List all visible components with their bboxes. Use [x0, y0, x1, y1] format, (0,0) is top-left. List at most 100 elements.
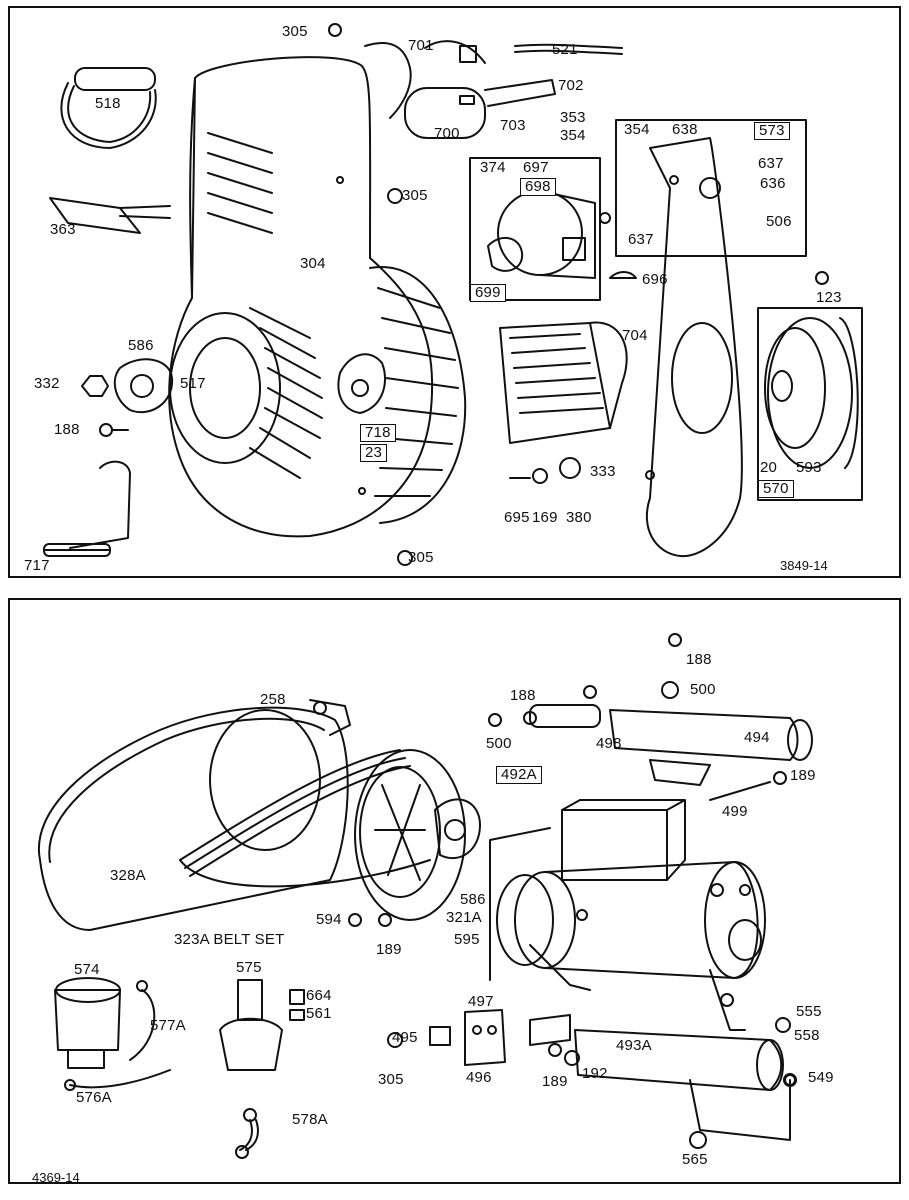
callout-549: 549 — [808, 1069, 834, 1086]
callout-332: 332 — [34, 375, 60, 392]
flywheel-fan — [337, 266, 467, 524]
mounting-bar-494 — [523, 681, 813, 801]
callout-558: 558 — [794, 1027, 820, 1044]
callout-595: 595 — [454, 931, 480, 948]
callout-702: 702 — [558, 77, 584, 94]
small-fasteners — [328, 23, 829, 566]
bottom-fasteners — [313, 633, 724, 927]
callout-594: 594 — [316, 911, 342, 928]
callout-305-c: 305 — [408, 549, 434, 566]
callout-586: 586 — [460, 891, 486, 908]
callout-188-b: 188 — [510, 687, 536, 704]
callout-363: 363 — [50, 221, 76, 238]
callout-499: 499 — [722, 803, 748, 820]
callout-518: 518 — [95, 95, 121, 112]
callout-637: 637 — [758, 155, 784, 172]
belt-guard-328a — [37, 699, 351, 931]
callout-695: 695 — [504, 509, 530, 526]
ammeter-gauge-574 — [54, 977, 156, 1069]
callout-506: 506 — [766, 213, 792, 230]
callout-493a: 493A — [616, 1037, 652, 1054]
callout-188: 188 — [686, 651, 712, 668]
callout-494: 494 — [744, 729, 770, 746]
figure-number-bottom: 4369-14 — [32, 1170, 80, 1185]
callout-354-b: 354 — [624, 121, 650, 138]
belt-set-323a — [179, 749, 431, 888]
callout-321a: 321A — [446, 909, 482, 926]
callout-698: 698 — [520, 178, 556, 196]
callout-192: 192 — [582, 1065, 608, 1082]
callout-123: 123 — [816, 289, 842, 306]
callout-189-c: 189 — [542, 1073, 568, 1090]
small-parts-495-497 — [387, 1009, 797, 1087]
callout-576a: 576A — [76, 1089, 112, 1106]
callout-328a: 328A — [110, 867, 146, 884]
bracket-493a — [529, 1014, 796, 1149]
callout-561: 561 — [306, 1005, 332, 1022]
callout-578a: 578A — [292, 1111, 328, 1128]
callout-717: 717 — [24, 557, 50, 574]
callout-189-b: 189 — [376, 941, 402, 958]
callout-500-b: 500 — [486, 735, 512, 752]
pulley-570 — [757, 307, 863, 501]
top-diagram-drawing — [43, 23, 863, 566]
callout-305-b: 305 — [402, 187, 428, 204]
backplate-573 — [615, 119, 807, 558]
callout-500: 500 — [690, 681, 716, 698]
callout-258: 258 — [260, 691, 286, 708]
callout-374: 374 — [480, 159, 506, 176]
callout-517: 517 — [180, 375, 206, 392]
callout-574: 574 — [74, 961, 100, 978]
regulator-492a — [489, 799, 686, 981]
callout-305: 305 — [282, 23, 308, 40]
callout-697: 697 — [523, 159, 549, 176]
callout-169: 169 — [532, 509, 558, 526]
crank-handle-717 — [43, 460, 131, 557]
callout-638: 638 — [672, 121, 698, 138]
callout-636: 636 — [760, 175, 786, 192]
magneto-box-699 — [469, 157, 601, 301]
callout-380: 380 — [566, 509, 592, 526]
callout-521: 521 — [552, 41, 578, 58]
callout-333: 333 — [590, 463, 616, 480]
callout-577a: 577A — [150, 1017, 186, 1034]
callout-575: 575 — [236, 959, 262, 976]
callout-497: 497 — [468, 993, 494, 1010]
callout-696: 696 — [642, 271, 668, 288]
callout-20: 20 — [760, 459, 778, 476]
callout-703: 703 — [500, 117, 526, 134]
callout-704: 704 — [622, 327, 648, 344]
blower-housing-304 — [168, 56, 434, 538]
callout-573: 573 — [754, 122, 790, 140]
bottom-exploded-diagram: 188 258 188 500 500 498 494 492A 189 499… — [8, 598, 901, 1185]
callout-23: 23 — [360, 444, 388, 462]
callout-305: 305 — [378, 1071, 404, 1088]
callout-323a-belt-set: 323A BELT SET — [174, 931, 285, 948]
callout-304: 304 — [300, 255, 326, 272]
bracket-363 — [49, 197, 171, 234]
callout-555: 555 — [796, 1003, 822, 1020]
callout-496: 496 — [466, 1069, 492, 1086]
armature-assembly — [499, 321, 628, 484]
callout-586: 586 — [128, 337, 154, 354]
callout-495: 495 — [392, 1029, 418, 1046]
callout-570: 570 — [758, 480, 794, 498]
cables-576a-578a — [64, 1069, 259, 1159]
figure-number-top: 3849-14 — [780, 558, 828, 573]
callout-565: 565 — [682, 1151, 708, 1168]
callout-664: 664 — [306, 987, 332, 1004]
callout-492a: 492A — [496, 766, 542, 784]
callout-593: 593 — [796, 459, 822, 476]
starter-clutch-parts — [81, 358, 174, 437]
callout-354: 354 — [560, 127, 586, 144]
callout-353: 353 — [560, 109, 586, 126]
ignition-coil-700 — [364, 40, 623, 139]
starter-switch-575 — [219, 979, 305, 1071]
callout-637-b: 637 — [628, 231, 654, 248]
generator-595 — [496, 861, 766, 1031]
callout-188: 188 — [54, 421, 80, 438]
callout-700: 700 — [434, 125, 460, 142]
callout-189: 189 — [790, 767, 816, 784]
bottom-diagram-drawing — [37, 633, 813, 1159]
callout-699: 699 — [470, 284, 506, 302]
